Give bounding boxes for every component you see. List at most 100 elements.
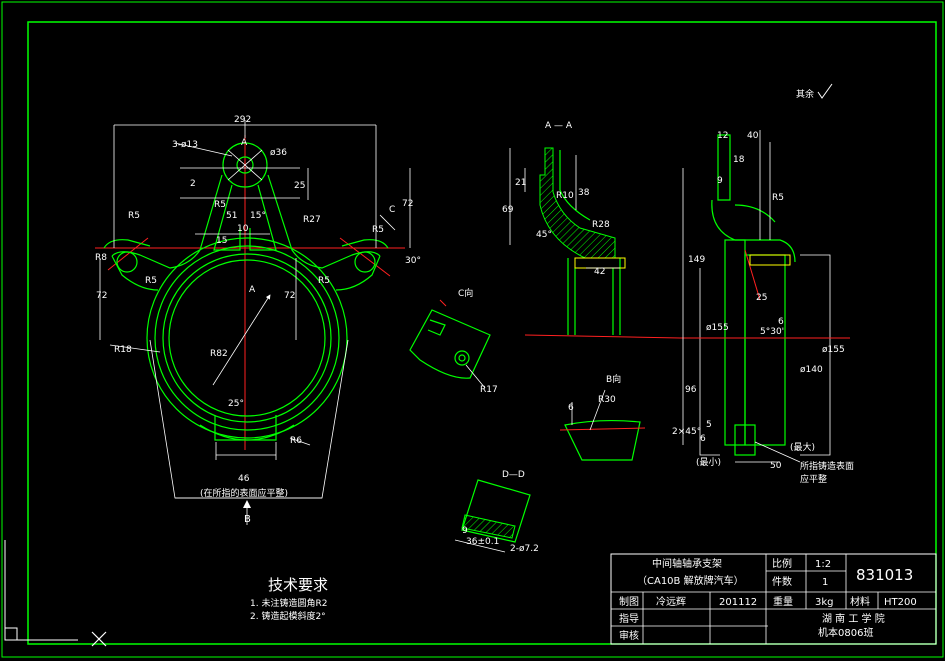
svg-text:R5: R5 xyxy=(372,225,384,235)
svg-text:C: C xyxy=(389,205,395,215)
svg-text:ø155: ø155 xyxy=(706,323,729,333)
section-aa-labels: A — A 69 21 38 R10 45° R28 42 xyxy=(502,121,610,277)
svg-text:R6: R6 xyxy=(290,436,302,446)
tech-requirements: 技术要求 1. 未注铸造圆角R2 2. 铸造起模斜度2° xyxy=(250,576,328,622)
svg-text:69: 69 xyxy=(502,205,514,215)
svg-text:指导: 指导 xyxy=(619,612,639,625)
svg-text:96: 96 xyxy=(685,385,697,395)
svg-text:B: B xyxy=(244,514,251,525)
svg-text:2-ø7.2: 2-ø7.2 xyxy=(510,544,539,554)
svg-text:25°: 25° xyxy=(228,399,244,409)
svg-text:(最大): (最大) xyxy=(790,441,815,453)
svg-text:42: 42 xyxy=(594,267,605,277)
svg-text:72: 72 xyxy=(402,199,413,209)
svg-text:ø155: ø155 xyxy=(822,345,845,355)
svg-text:38: 38 xyxy=(578,188,590,198)
svg-text:9: 9 xyxy=(717,176,723,186)
main-view xyxy=(95,120,411,525)
svg-text:R18: R18 xyxy=(114,345,132,355)
svg-text:21: 21 xyxy=(515,178,526,188)
inner-border xyxy=(27,21,937,645)
svg-text:冷远辉: 冷远辉 xyxy=(656,595,686,608)
class: 机本0806班 xyxy=(818,626,873,639)
svg-text:ø140: ø140 xyxy=(800,365,823,375)
svg-text:15°: 15° xyxy=(250,211,266,221)
svg-text:9: 9 xyxy=(462,526,468,536)
svg-text:5°30': 5°30' xyxy=(760,327,784,337)
svg-text:6: 6 xyxy=(778,317,784,327)
svg-text:25: 25 xyxy=(294,181,305,191)
svg-text:C向: C向 xyxy=(458,287,473,299)
svg-text:R28: R28 xyxy=(592,220,610,230)
svg-text:R27: R27 xyxy=(303,215,321,225)
svg-text:(在所指的表面应平整): (在所指的表面应平整) xyxy=(200,487,288,499)
svg-text:B向: B向 xyxy=(606,373,621,385)
svg-text:R5: R5 xyxy=(772,193,784,203)
svg-text:292: 292 xyxy=(234,115,251,125)
svg-text:51: 51 xyxy=(226,211,237,221)
svg-text:18: 18 xyxy=(733,155,745,165)
svg-text:3-ø13: 3-ø13 xyxy=(172,140,198,150)
svg-text:A — A: A — A xyxy=(545,121,573,131)
svg-text:其余: 其余 xyxy=(796,88,814,100)
svg-text:12: 12 xyxy=(717,131,728,141)
svg-text:10: 10 xyxy=(237,224,249,234)
svg-text:R8: R8 xyxy=(95,253,107,263)
svg-text:HT200: HT200 xyxy=(884,597,917,608)
tech-req-item: 2. 铸造起模斜度2° xyxy=(250,610,326,622)
svg-text:A: A xyxy=(241,138,248,148)
part-name: 中间轴轴承支架 xyxy=(652,557,722,570)
svg-text:3kg: 3kg xyxy=(815,597,834,608)
svg-text:30°: 30° xyxy=(405,256,421,266)
svg-text:72: 72 xyxy=(96,291,107,301)
section-dd: D—D 9 36±0.1 2-ø7.2 xyxy=(454,470,539,554)
svg-text:46: 46 xyxy=(238,474,250,484)
title-block: 中间轴轴承支架 （CA10B 解放牌汽车） 比例 1:2 件数 1 831013… xyxy=(610,553,937,645)
svg-text:6: 6 xyxy=(700,434,706,444)
svg-text:5: 5 xyxy=(706,420,712,430)
tech-req-title: 技术要求 xyxy=(268,576,328,594)
svg-text:材料: 材料 xyxy=(850,595,870,608)
svg-text:R5: R5 xyxy=(214,200,226,210)
svg-text:201112: 201112 xyxy=(719,597,757,608)
tech-req-item: 1. 未注铸造圆角R2 xyxy=(250,597,327,609)
svg-text:149: 149 xyxy=(688,255,705,265)
side-view-labels: 12 40 18 9 R5 149 25 ø155 6 5°30' ø140 ø… xyxy=(672,131,854,485)
svg-text:比例: 比例 xyxy=(772,557,792,570)
svg-text:制图: 制图 xyxy=(619,595,639,608)
svg-text:R17: R17 xyxy=(480,385,498,395)
svg-text:R30: R30 xyxy=(598,395,616,405)
svg-text:R10: R10 xyxy=(556,191,574,201)
svg-text:2×45°: 2×45° xyxy=(672,427,701,437)
c-view: C向 R17 xyxy=(409,287,498,395)
svg-text:36±0.1: 36±0.1 xyxy=(466,537,499,547)
drawing-number: 831013 xyxy=(856,566,913,584)
svg-text:40: 40 xyxy=(747,131,759,141)
svg-text:R5: R5 xyxy=(128,211,140,221)
side-view xyxy=(680,130,850,463)
b-view: B向 6 R30 xyxy=(559,373,646,461)
svg-text:D—D: D—D xyxy=(502,470,525,480)
school: 湖 南 工 学 院 xyxy=(822,612,885,625)
section-aa xyxy=(509,147,681,339)
main-view-labels: 292 3-ø13 ø36 A 2 25 72 R5 51 15° R27 C … xyxy=(95,115,421,525)
roughness-note: 其余 xyxy=(796,83,833,100)
svg-text:1:2: 1:2 xyxy=(815,559,831,570)
svg-text:A: A xyxy=(249,285,256,295)
ucs-icon xyxy=(4,540,107,647)
svg-text:ø36: ø36 xyxy=(270,148,287,158)
svg-text:(最小): (最小) xyxy=(696,457,721,468)
svg-text:R5: R5 xyxy=(145,276,157,286)
svg-text:R82: R82 xyxy=(210,349,228,359)
svg-text:45°: 45° xyxy=(536,230,552,240)
svg-text:25: 25 xyxy=(756,293,767,303)
svg-text:R5: R5 xyxy=(318,276,330,286)
svg-text:件数: 件数 xyxy=(772,575,792,588)
svg-text:应平整: 应平整 xyxy=(800,473,827,485)
svg-text:审核: 审核 xyxy=(619,629,639,642)
svg-text:15: 15 xyxy=(216,236,227,246)
svg-text:6: 6 xyxy=(568,403,574,413)
svg-text:72: 72 xyxy=(284,291,295,301)
